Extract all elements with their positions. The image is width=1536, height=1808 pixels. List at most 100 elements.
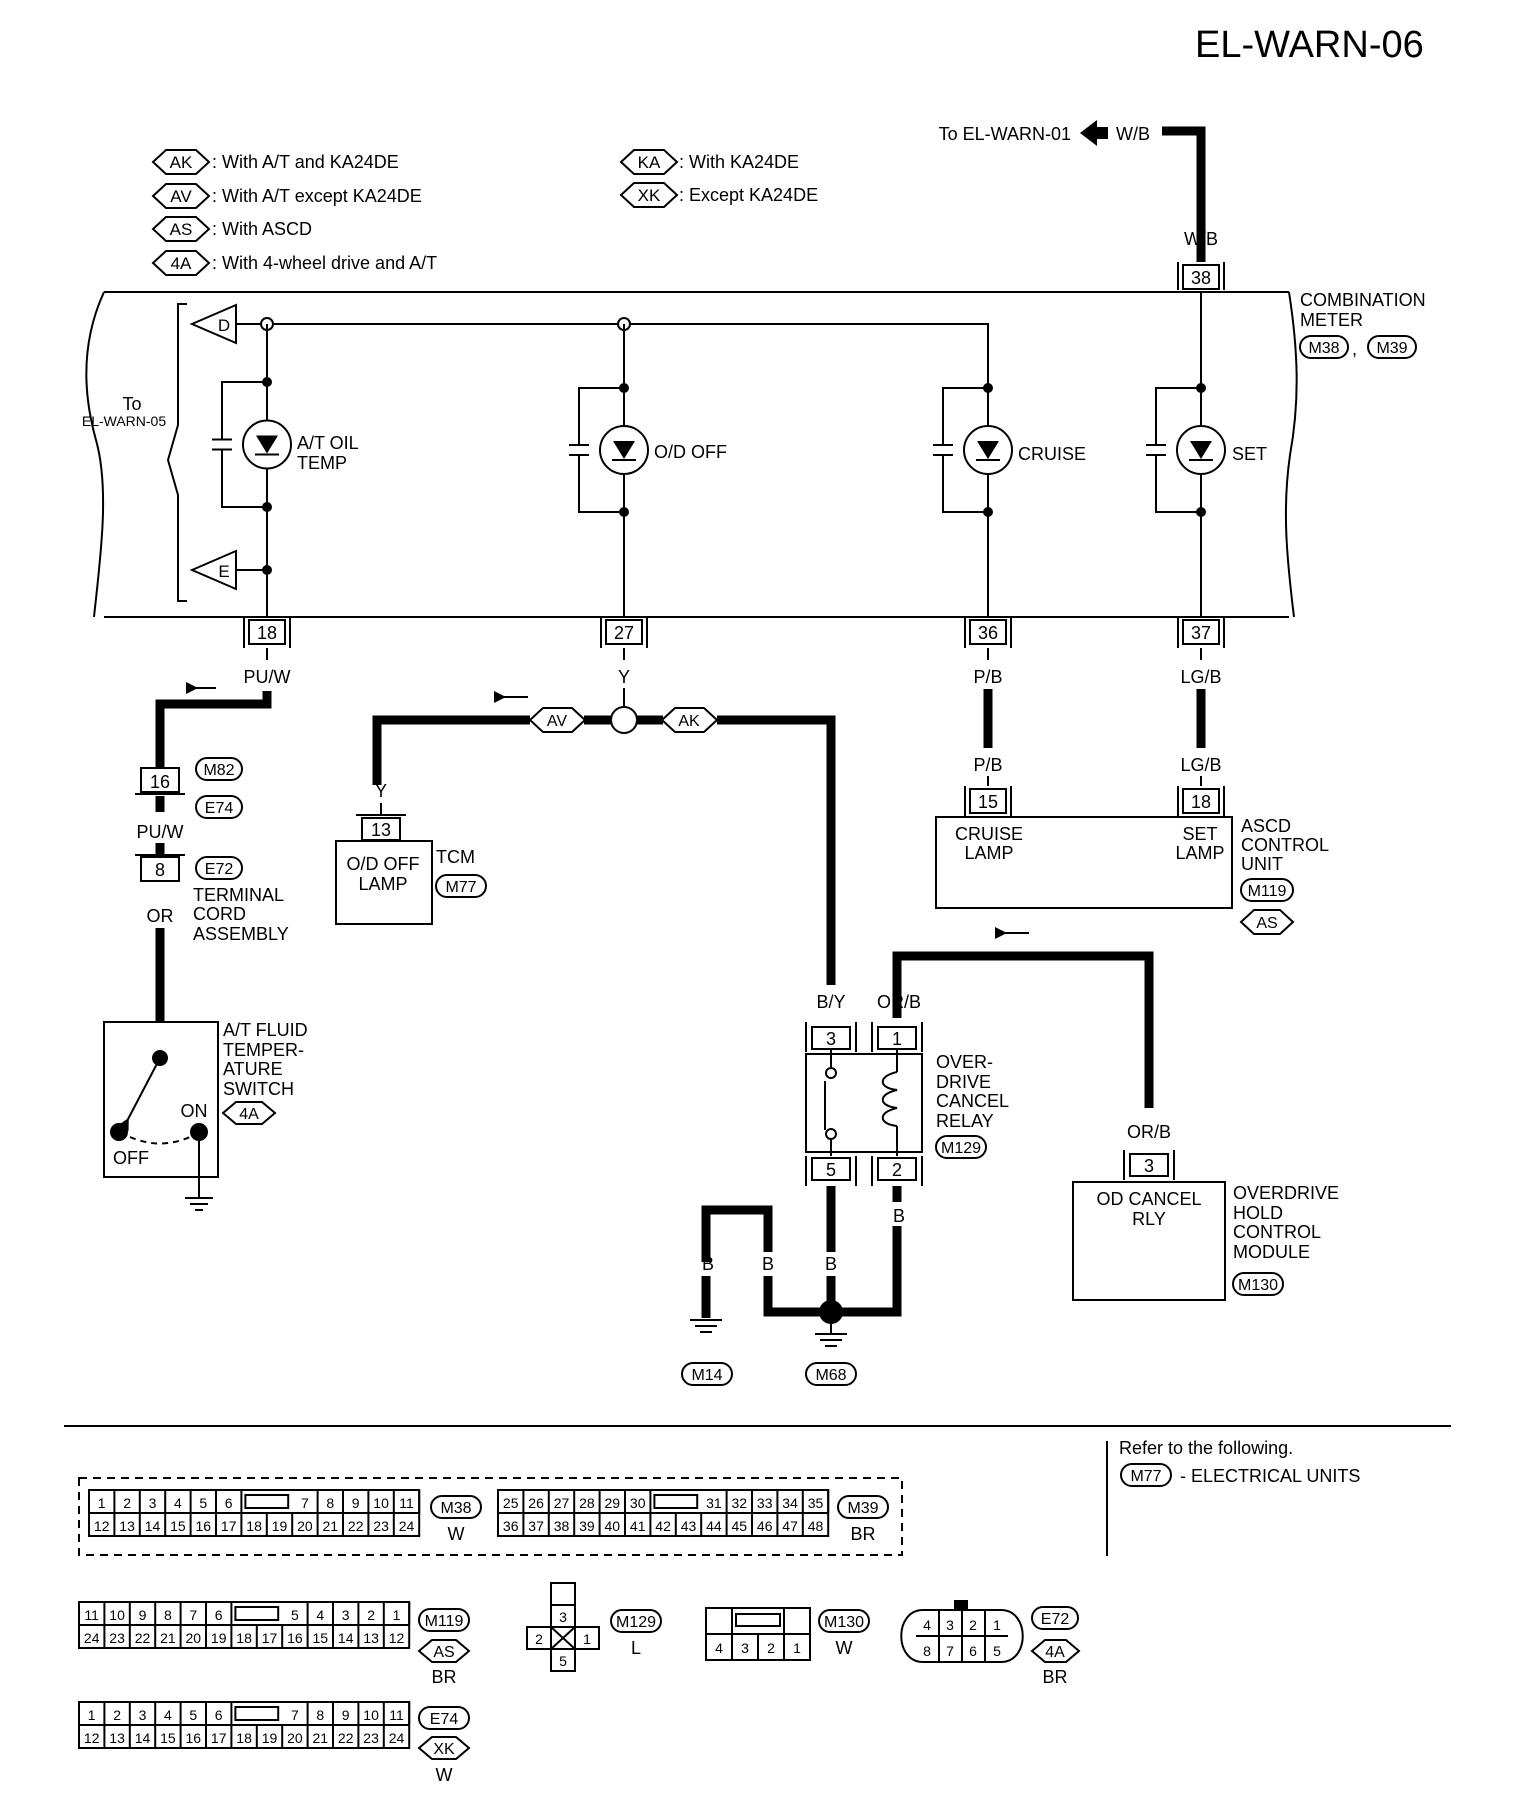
terminal-cord-label: CORD — [193, 904, 246, 924]
terminal-15: 15 — [978, 792, 998, 812]
pin: 15 — [160, 1730, 176, 1746]
to-el-warn-05: To EL-WARN-05 D E — [82, 303, 237, 602]
pin: 17 — [262, 1630, 278, 1646]
connector-color-m38: W — [448, 1524, 465, 1544]
ascd-set-lamp-label: LAMP — [1175, 843, 1224, 863]
left-arrow-icon — [1080, 120, 1108, 146]
lamp-at-oil-temp-label: TEMP — [297, 453, 347, 473]
pin: 8 — [326, 1495, 334, 1511]
pin: 6 — [225, 1495, 233, 1511]
pin: 45 — [732, 1518, 748, 1534]
pin: 21 — [160, 1630, 176, 1646]
connector-m39: M39 — [1376, 340, 1407, 357]
wire-color-lgb: LG/B — [1180, 667, 1221, 687]
connector-view-e72: 4 3 2 1 8 7 6 5 E72 4A BR — [900, 1600, 1081, 1687]
wire-color-b: B — [702, 1254, 714, 1274]
pin: 36 — [503, 1518, 519, 1534]
connector-id-m119: M119 — [425, 1613, 464, 1630]
pin: 46 — [757, 1518, 773, 1534]
pin: 14 — [338, 1630, 354, 1646]
pin: 13 — [109, 1730, 125, 1746]
legend-item-as: AS : With ASCD — [151, 216, 312, 242]
pin: 12 — [389, 1630, 405, 1646]
lamp-cruise — [933, 383, 1013, 617]
connector-id-e72: E72 — [1041, 1611, 1070, 1628]
connector-e72: E72 — [205, 861, 234, 878]
legend-text: : Except KA24DE — [679, 185, 818, 205]
od-cancel-rly-box — [1072, 1181, 1226, 1301]
pin: 8 — [923, 1643, 931, 1659]
relay-terminal-2: 2 — [892, 1160, 902, 1180]
lamp-set-label: SET — [1232, 444, 1267, 464]
od-module-label: HOLD — [1233, 1203, 1283, 1223]
wire-color-puw: PU/W — [244, 667, 291, 687]
combination-meter-label: COMBINATION — [1300, 290, 1426, 310]
pin: 7 — [189, 1607, 197, 1623]
switch-label: TEMPER- — [223, 1040, 304, 1060]
od-off-circuit: Y AV Y 13 O/D OFF LAMP TCM M77 AK B/Y — [335, 648, 846, 1012]
legend-code: 4A — [171, 254, 192, 273]
pin: 4 — [715, 1640, 723, 1656]
pin: 22 — [338, 1730, 354, 1746]
connector-group-m38-m39 — [78, 1477, 903, 1556]
od-cancel-rly-label: OD CANCEL — [1096, 1189, 1201, 1209]
wire-color-or: OR — [147, 906, 174, 926]
legend-item-4a: 4A : With 4-wheel drive and A/T — [151, 250, 437, 276]
pin: 21 — [323, 1518, 339, 1534]
lamp-at-oil-temp — [212, 324, 292, 617]
pin: 5 — [189, 1707, 197, 1723]
connector-color-m39: BR — [850, 1524, 875, 1544]
pin: 20 — [287, 1730, 303, 1746]
ascd-cruise-lamp-label: LAMP — [964, 843, 1013, 863]
pin: 38 — [554, 1518, 570, 1534]
to-label: To — [122, 394, 141, 414]
pin: 10 — [373, 1495, 389, 1511]
connector-id-m38: M38 — [440, 1500, 471, 1517]
terminal-cord-label: TERMINAL — [193, 885, 284, 905]
wire-color-pb: P/B — [973, 755, 1002, 775]
legend-item-av: AV : With A/T except KA24DE — [151, 183, 422, 209]
pin: 31 — [706, 1495, 722, 1511]
pin: 25 — [503, 1495, 519, 1511]
wire-color-b: B — [825, 1254, 837, 1274]
pin: 2 — [969, 1617, 977, 1633]
pin: 35 — [808, 1495, 824, 1511]
connector-view-m130: 4 3 2 1 M130 W — [705, 1607, 870, 1661]
pin: 24 — [389, 1730, 405, 1746]
pin: 2 — [767, 1640, 775, 1656]
legend-text: : With A/T except KA24DE — [212, 186, 422, 206]
pin: 20 — [186, 1630, 202, 1646]
pin: 30 — [630, 1495, 646, 1511]
pin: 9 — [352, 1495, 360, 1511]
legend-item-xk: XK : Except KA24DE — [619, 182, 818, 208]
meter-terminals: 18 27 36 37 — [243, 618, 1225, 648]
el-warn-05-label: EL-WARN-05 — [82, 413, 166, 429]
ascd-label: UNIT — [1241, 854, 1283, 874]
legend-text: : With A/T and KA24DE — [212, 152, 399, 172]
combination-meter: COMBINATION METER M38 , M39 — [85, 290, 1426, 618]
pin: 9 — [139, 1607, 147, 1623]
lamp-columns — [212, 292, 1226, 617]
wire-color-puw: PU/W — [137, 822, 184, 842]
ascd-label: ASCD — [1241, 816, 1291, 836]
separator: , — [1352, 339, 1357, 359]
wire-color-y: Y — [375, 781, 387, 801]
pin: 32 — [732, 1495, 748, 1511]
pin: 6 — [215, 1607, 223, 1623]
pin: 19 — [211, 1630, 227, 1646]
pin: 10 — [363, 1707, 379, 1723]
ascd-cruise-lamp-label: CRUISE — [955, 824, 1023, 844]
pin: 11 — [399, 1495, 414, 1511]
pin: 3 — [741, 1640, 749, 1656]
pin: 44 — [706, 1518, 722, 1534]
page-title: EL-WARN-06 — [1195, 24, 1424, 66]
connector-m130: M130 — [1238, 1277, 1278, 1294]
connector-id-m129: M129 — [616, 1614, 656, 1631]
tcm-lamp-label: LAMP — [358, 874, 407, 894]
pin: 4 — [923, 1617, 931, 1633]
pin: 7 — [291, 1707, 299, 1723]
connector-tag-e72: 4A — [1045, 1644, 1065, 1661]
pin: 2 — [535, 1631, 543, 1647]
